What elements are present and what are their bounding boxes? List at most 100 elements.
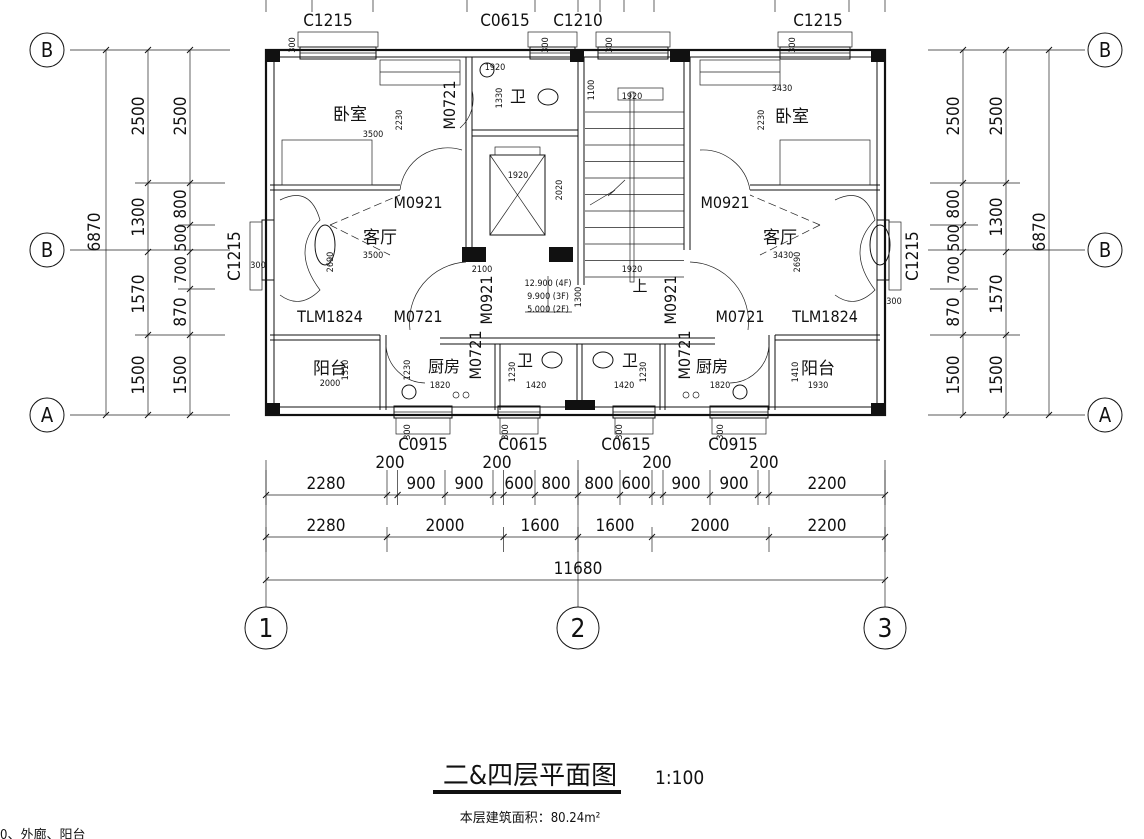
- axis-bubble: [1087, 32, 1123, 68]
- inner_dims-stair_1100-label: 1100: [587, 80, 597, 101]
- dim-tick: [959, 248, 967, 256]
- right_dims-mid-0-label: 2500: [987, 97, 1007, 136]
- rooms-kitchen_left-label: 厨房: [428, 357, 460, 376]
- bed: [281, 139, 373, 186]
- right_dims-inner-4-label: 870: [944, 297, 964, 326]
- window-sill-box: [888, 221, 902, 291]
- windows-right_side-label: C1215: [903, 231, 923, 281]
- bottom_dims-row1-6-label: 800: [541, 474, 570, 494]
- dim-tick: [765, 491, 773, 499]
- left_dims-mid-1-label: 1300: [129, 198, 149, 237]
- windows-bottom_2-label: C0615: [498, 435, 548, 455]
- column: [266, 50, 280, 62]
- elevations-0-label: 12.900 (4F): [524, 279, 571, 289]
- rooms-kitchen_right-label: 厨房: [696, 357, 728, 376]
- dim-tick: [102, 46, 110, 54]
- windows-top_left-label: C1215: [303, 11, 353, 31]
- bottom_dims-row1-8-label: 600: [621, 474, 650, 494]
- elevator-counterweight: [494, 146, 541, 156]
- axis-bubble: [1087, 232, 1123, 268]
- window-sill-box: [249, 221, 263, 291]
- window-left: [261, 219, 275, 281]
- dim-tick: [648, 533, 656, 541]
- inner_dims-kit_r_w-label: 1820: [710, 381, 731, 391]
- stove-burner: [452, 391, 460, 399]
- axes-left_bottom-label: A: [41, 403, 54, 427]
- inner_dims-bath_r_w-label: 1420: [614, 381, 635, 391]
- area_label-label: 本层建筑面积：80.24m²: [460, 810, 601, 826]
- toilet-icon: [541, 351, 563, 369]
- windows-sill-label: 300: [541, 37, 551, 52]
- axis-bubble: [244, 606, 288, 650]
- doors-bed_right-label: M0921: [700, 193, 749, 212]
- bottom_dims-row1-12-label: 200: [749, 453, 778, 473]
- windows-sill-label: 300: [605, 37, 615, 52]
- axis-bubble: [29, 232, 65, 268]
- inner_dims-bal_l_h-label: 1310: [341, 360, 351, 381]
- axes-col2-label: 2: [571, 614, 586, 644]
- inner_dims-liv_l_h-label: 2690: [326, 252, 336, 273]
- inner_dims-bed_l_w-label: 3500: [363, 130, 384, 140]
- inner_dims-bath_r_h-label: 1230: [639, 362, 649, 383]
- dim-tick: [1002, 248, 1010, 256]
- inner_dims-stair_w-label: 1920: [622, 92, 643, 102]
- doors-bed_left-label: M0721: [440, 80, 459, 129]
- dim-tick: [959, 331, 967, 339]
- column: [570, 50, 584, 62]
- bottom_dims-row2-1-label: 2000: [426, 516, 465, 536]
- dim-tick: [1002, 331, 1010, 339]
- bottom_dims-row1-5-label: 600: [504, 474, 533, 494]
- right_dims-inner-1-label: 800: [944, 189, 964, 218]
- windows-sill-label: 300: [886, 297, 901, 307]
- dashed-line: [329, 224, 391, 256]
- window-sill-box: [711, 417, 767, 435]
- window-sill-box: [595, 31, 671, 48]
- inner_dims-kit_l_h-label: 1230: [403, 360, 413, 381]
- column: [871, 50, 885, 62]
- dim-tick: [394, 491, 401, 499]
- rooms-living_left-label: 客厅: [363, 228, 397, 248]
- left_dims-mid-3-label: 1500: [129, 356, 149, 395]
- dashed-line: [759, 224, 821, 256]
- dim-tick: [383, 533, 391, 541]
- dim-tick: [959, 285, 967, 293]
- inner_dims-bath_l_h-label: 1230: [508, 362, 518, 383]
- bottom_dims-row2-3-label: 1600: [596, 516, 635, 536]
- right_dims-total-label: 6870: [1030, 213, 1050, 252]
- left_dims-mid-2-label: 1570: [129, 275, 149, 314]
- plan-geometry: [29, 0, 1123, 794]
- door-swing: [729, 344, 770, 384]
- axis-bubble: [1087, 397, 1123, 433]
- bottom_dims-row1-10-label: 900: [671, 474, 700, 494]
- bottom_dims-total-label: 11680: [554, 559, 603, 579]
- bottom_dims-row1-3-label: 900: [454, 474, 483, 494]
- window-sill-box: [297, 31, 379, 48]
- dim-tick: [959, 179, 967, 187]
- left_dims-mid-0-label: 2500: [129, 97, 149, 136]
- windows-sill-label: 300: [501, 424, 511, 439]
- dim-tick: [531, 491, 539, 499]
- bottom_dims-row1-4-label: 200: [482, 453, 511, 473]
- dim-tick: [959, 46, 967, 54]
- doors-entry_left-label: M0921: [477, 275, 496, 324]
- coffee-table: [869, 224, 891, 266]
- door-swing: [385, 344, 426, 384]
- title-underline: [433, 790, 621, 794]
- left_dims-inner-2-label: 500: [171, 224, 190, 251]
- door-swing: [689, 261, 749, 331]
- door-swing: [459, 89, 474, 129]
- bottom_dims-row1-11-label: 900: [719, 474, 748, 494]
- bottom_dims-row1-1-label: 200: [375, 453, 404, 473]
- left_dims-inner-1-label: 800: [171, 189, 191, 218]
- rooms-balcony_right-label: 阳台: [801, 359, 835, 379]
- axes-right_bottom-label: A: [1099, 403, 1112, 427]
- inner_dims-bal_l_w-label: 2000: [320, 379, 341, 389]
- dashed-line: [329, 194, 401, 226]
- axis-bubble: [29, 397, 65, 433]
- axes-col1-label: 1: [259, 614, 274, 644]
- dim-tick: [706, 491, 714, 499]
- rooms-bath_right-label: 卫: [622, 351, 638, 370]
- inner_dims-bal_r_h-label: 1410: [791, 362, 801, 383]
